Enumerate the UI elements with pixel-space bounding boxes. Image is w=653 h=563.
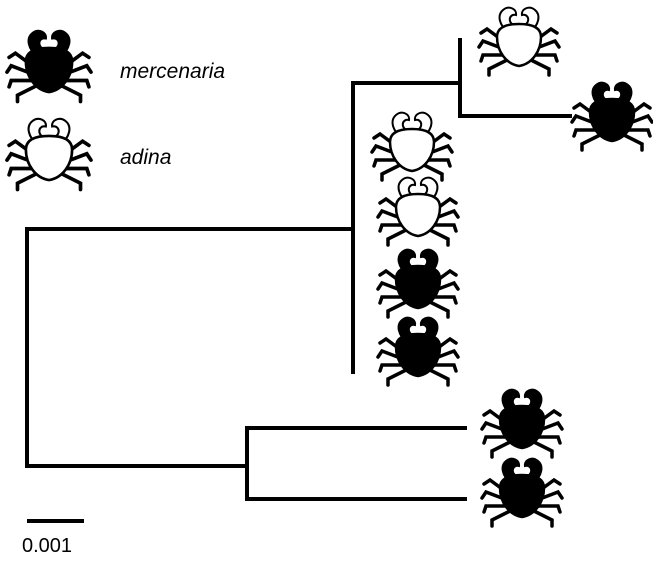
leaf-7-mercenaria-crab-icon bbox=[480, 456, 564, 528]
adina-legend-crab-icon bbox=[5, 117, 93, 192]
tree-branches bbox=[25, 38, 572, 501]
legend-label-mercenaria: mercenaria bbox=[120, 60, 226, 83]
leaf-2-adina-crab-icon bbox=[370, 110, 454, 182]
legend bbox=[5, 29, 93, 192]
leaf-5-mercenaria-crab-icon bbox=[376, 315, 460, 387]
legend-label-adina: adina bbox=[120, 146, 172, 169]
scale-bar-label: 0.001 bbox=[22, 535, 73, 557]
leaf-4-mercenaria-crab-icon bbox=[376, 247, 460, 319]
leaf-0-adina-crab-icon bbox=[477, 5, 561, 77]
leaf-1-mercenaria-crab-icon bbox=[570, 80, 653, 152]
tree-leaves bbox=[370, 5, 653, 528]
leaf-6-mercenaria-crab-icon bbox=[480, 387, 564, 459]
leaf-3-adina-crab-icon bbox=[376, 175, 460, 247]
mercenaria-legend-crab-icon bbox=[5, 29, 93, 104]
